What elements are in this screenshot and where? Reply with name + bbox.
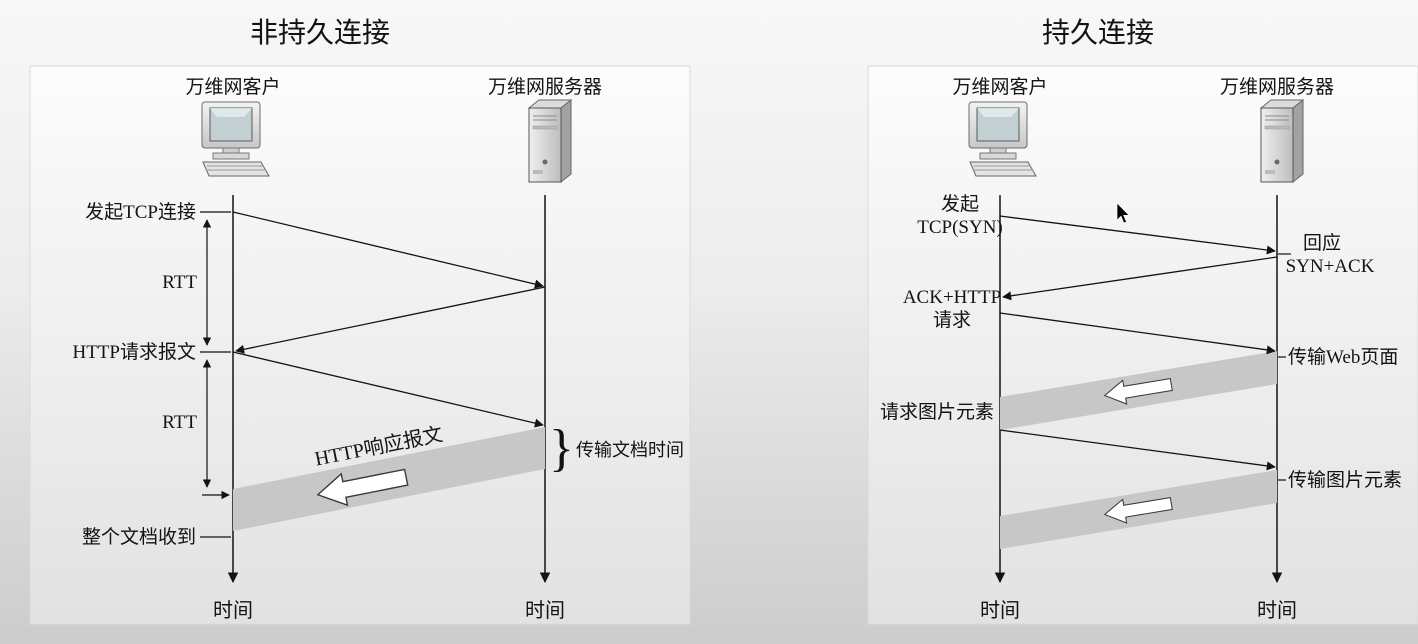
left-synack-arrow: [235, 286, 546, 354]
right-panel-background: [867, 65, 1418, 625]
right-title: 持久连接: [1042, 17, 1154, 49]
right-server-label: 万维网服务器: [1220, 76, 1334, 98]
label-ack-line2: 请求: [933, 309, 971, 331]
client-computer-icon: [201, 101, 270, 177]
label-rtt1: RTT: [162, 272, 197, 293]
right-image-request-arrow: [999, 429, 1276, 471]
right-client-label: 万维网客户: [952, 76, 1047, 98]
mouse-cursor-icon: [1116, 202, 1130, 224]
server-tower-icon: [1259, 98, 1305, 184]
brace-glyph: }: [549, 420, 574, 477]
server-tower-icon: [527, 98, 573, 184]
left-title: 非持久连接: [250, 17, 390, 49]
left-panel-background: [29, 65, 691, 625]
label-initiate-line1: 发起: [941, 193, 979, 215]
right-syn-arrow: [999, 215, 1276, 255]
label-http-request: HTTP请求报文: [72, 341, 196, 363]
label-start-tcp: 发起TCP连接: [85, 201, 196, 223]
left-client-label: 万维网客户: [185, 76, 280, 98]
left-client-time-label: 时间: [213, 599, 253, 622]
label-request-image: 请求图片元素: [880, 401, 994, 423]
label-reply-line1: 回应: [1303, 232, 1341, 254]
client-computer-icon: [968, 101, 1037, 177]
label-rtt2: RTT: [162, 412, 197, 433]
label-ack-line1: ACK+HTTP: [903, 287, 1001, 308]
left-http-request-arrow: [232, 351, 544, 428]
label-transfer-image: 传输图片元素: [1288, 469, 1402, 491]
label-initiate-line2: TCP(SYN): [917, 217, 1003, 238]
label-reply-line2: SYN+ACK: [1286, 256, 1375, 277]
label-doc-received: 整个文档收到: [82, 526, 196, 548]
right-ack-http-arrow: [999, 312, 1276, 355]
right-server-time-label: 时间: [1257, 599, 1297, 622]
left-syn-arrow: [232, 211, 544, 289]
left-server-label: 万维网服务器: [488, 76, 602, 98]
label-doc-transfer-time: 传输文档时间: [576, 440, 684, 460]
right-client-time-label: 时间: [980, 599, 1020, 622]
right-synack-arrow: [1002, 256, 1278, 301]
label-web-page: 传输Web页面: [1288, 346, 1398, 368]
left-server-time-label: 时间: [525, 599, 565, 622]
